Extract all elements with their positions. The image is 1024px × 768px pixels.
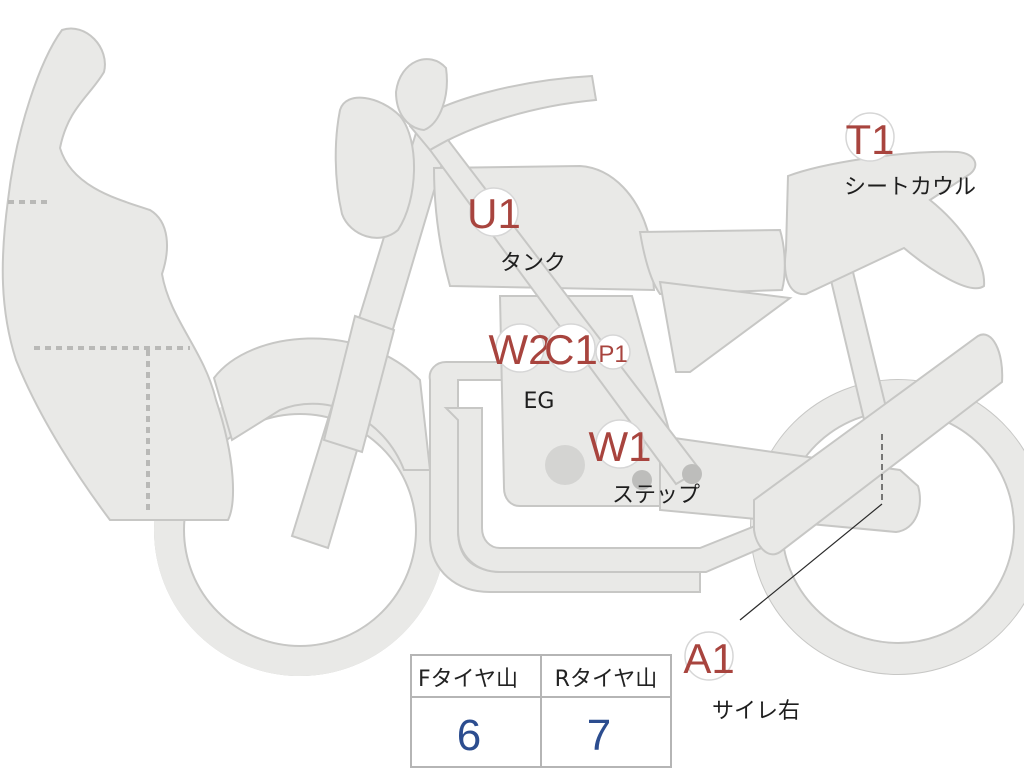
marker-w1: W1 ステップ [589, 419, 700, 508]
marker-p1: P1 [595, 334, 631, 370]
marker-eg: EG [524, 389, 555, 414]
seat-cowl [784, 150, 986, 296]
marker-label: シートカウル [844, 175, 976, 200]
marker-u1: U1 タンク [467, 187, 566, 276]
marker-code: A1 [683, 635, 734, 682]
silencer [753, 333, 1004, 556]
marker-c1: C1 [544, 323, 598, 373]
mirror [394, 58, 448, 132]
a1-leader-line [739, 503, 883, 621]
marker-code: P1 [598, 341, 627, 368]
tire-tread-table: Fタイヤ山 Rタイヤ山 6 7 [410, 654, 672, 768]
engine-cover [545, 445, 585, 485]
marker-a1: A1 サイレ右 [683, 631, 800, 724]
front-tire-header: Fタイヤ山 [418, 667, 518, 692]
marker-label: サイレ右 [712, 699, 800, 724]
marker-label: EG [524, 389, 555, 414]
marker-code: U1 [467, 190, 521, 237]
marker-code: W2 [489, 326, 552, 373]
front-tire-value: 6 [457, 711, 481, 760]
rear-tire-header: Rタイヤ山 [555, 667, 658, 692]
rear-tire-value: 7 [587, 711, 611, 760]
marker-code: C1 [544, 326, 598, 373]
fork-cover [322, 314, 396, 454]
marker-label: ステップ [612, 483, 700, 508]
headlight [334, 96, 415, 239]
footpeg [632, 470, 652, 490]
handlebar [408, 74, 598, 152]
footpeg [682, 464, 702, 484]
front-fairing [1, 27, 234, 521]
marker-w2: W2 [489, 323, 552, 373]
marker-t1: T1 シートカウル [844, 112, 976, 200]
marker-code: T1 [845, 116, 894, 163]
marker-code: W1 [589, 423, 652, 470]
marker-label: タンク [500, 251, 566, 276]
seat-underside [658, 280, 793, 373]
